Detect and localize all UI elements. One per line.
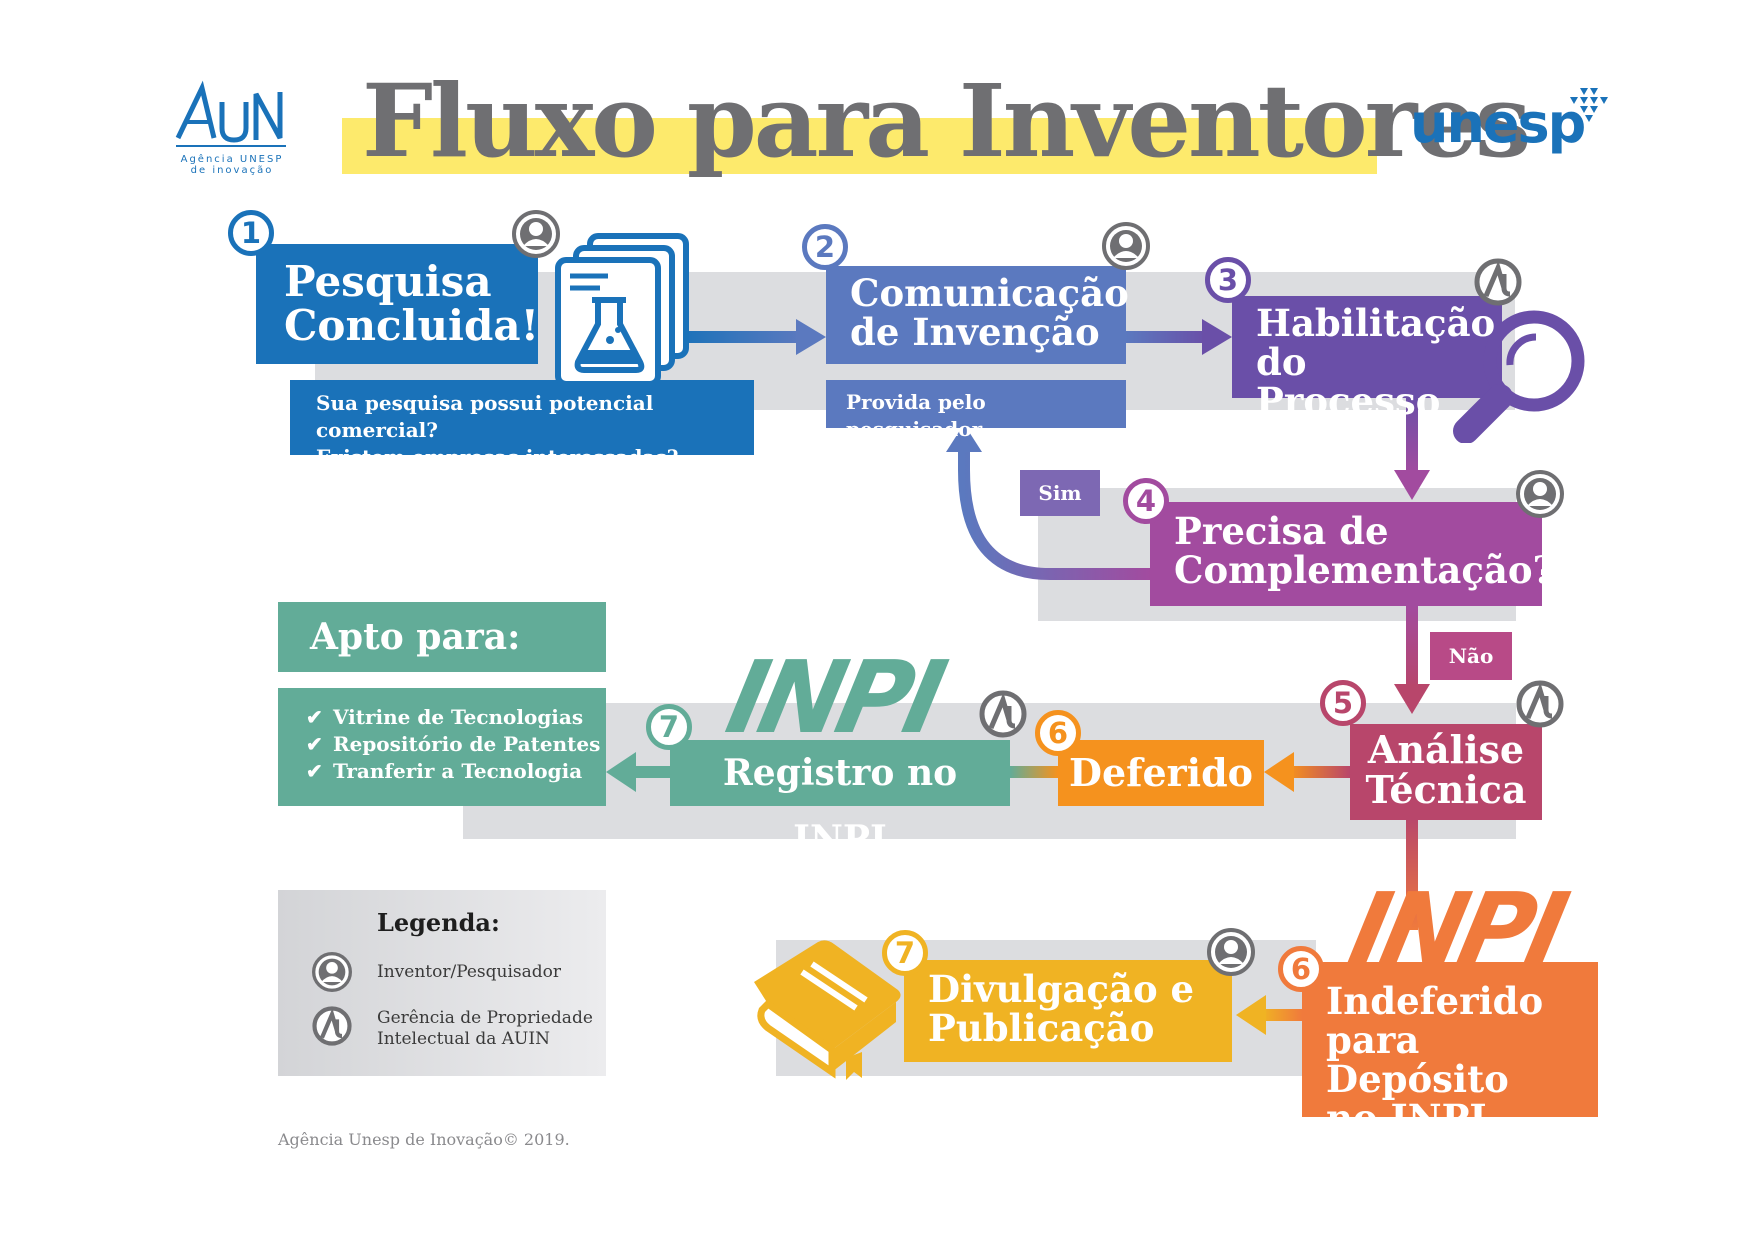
step-5-line2: Técnica [1365,766,1527,812]
book-icon [754,940,901,1080]
auin-a-circle-icon [1516,680,1564,728]
step-5-line1: Análise [1367,727,1525,772]
step-1-note-line1: Sua pesquisa possui potencial comercial? [316,391,654,442]
connector-3-4 [1406,396,1418,474]
step-6b-line2: para Depósito [1326,1017,1509,1101]
step-7a-number: 7 [646,704,692,750]
step-5-number: 5 [1320,680,1366,726]
step-6b-box: Indeferido para Depósito no INPI [1302,962,1598,1137]
person-circle-icon [1102,222,1150,270]
step-6a-number: 6 [1035,710,1081,756]
step-7b-line1: Divulgação e [928,967,1195,1011]
auin-a-circle-icon [1474,258,1522,306]
step-4-line2: Complementação? [1174,547,1555,592]
auin-logo-line1: Agência UNESP [180,154,284,165]
check-icon: ✔ [306,732,323,756]
legend-gerencia-label: Gerência de Propriedade Intelectual da A… [377,1008,593,1050]
step-3-line2: do Processo [1256,339,1441,423]
connector-6b-7b [1262,1009,1302,1021]
page-title: Fluxo para Inventores [362,62,1531,180]
auin-logo-mark [175,80,286,147]
apto-item-label: Vitrine de Tecnologias [332,705,584,729]
step-1-number: 1 [228,210,274,256]
step-6b-line1: Indeferido [1326,979,1544,1023]
step-7b-line2: Publicação [928,1005,1155,1050]
step-4-box: Precisa de Complementação? [1150,502,1555,606]
footer-copyright: Agência Unesp de Inovação© 2019. [278,1130,570,1149]
inpi-logo-green: INPI [717,639,950,756]
apto-item-label: Tranferir a Tecnologia [332,759,583,783]
auin-logo-line2: de inovação [190,165,274,176]
step-1-note: Sua pesquisa possui potencial comercial?… [290,380,754,469]
unesp-triangles-icon [1570,88,1608,122]
step-4-line1: Precisa de [1174,509,1389,553]
apto-list: ✔ Vitrine de Tecnologias ✔ Repositório d… [278,688,606,806]
apto-item-label: Repositório de Patentes [332,732,601,756]
flask-documents-icon [555,233,689,387]
connector-1-2 [680,331,800,343]
connector-5-6b [1406,818,1418,930]
legend-panel: Legenda: Inventor/Pesquisador Gerência d… [278,890,606,1076]
connector-5-6a [1290,766,1350,778]
step-1-note-line2: Existem empresas interessadas? [316,445,679,469]
step-7b-number: 7 [882,930,928,976]
legend-gerencia-line1: Gerência de Propriedade [377,1008,593,1028]
check-icon: ✔ [306,705,323,729]
apto-heading: Apto para: [278,602,606,672]
step-1-line2: Concluida! [284,301,540,351]
person-circle-icon [512,210,560,258]
step-2-number: 2 [802,224,848,270]
step-2-line1: Comunicação [850,271,1129,315]
person-circle-icon [312,952,352,992]
person-circle-icon [1516,470,1564,518]
step-3-box: Habilitação do Processo [1232,296,1502,420]
connector-4-5 [1406,605,1418,688]
connector-6a-7a [1010,766,1058,778]
decision-yes-label: Sim [1020,470,1100,516]
apto-item: ✔ Vitrine de Tecnologias [306,705,583,729]
step-1-line1: Pesquisa [284,257,492,306]
legend-gerencia-line2: Intelectual da AUIN [377,1029,550,1049]
step-5-box: Análise Técnica [1350,724,1542,820]
step-7a-box: Registro no INPI [670,740,1010,860]
connector-7a-apto [630,766,672,778]
person-circle-icon [1207,928,1255,976]
legend-inventor-label: Inventor/Pesquisador [377,962,562,982]
step-3-number: 3 [1205,257,1251,303]
connector-4-2 [958,448,1150,580]
unesp-logo: unesp [1410,88,1620,168]
legend-heading: Legenda: [377,908,500,937]
decision-no-label: Não [1430,632,1512,680]
step-2-note: Provida pelo pesquisador [826,380,1126,441]
step-4-number: 4 [1123,478,1169,524]
step-6b-number: 6 [1278,946,1324,992]
step-6b-line3: no INPI [1326,1095,1487,1140]
unesp-wordmark: unesp [1410,92,1586,155]
magnifier-icon [1453,310,1585,443]
check-icon: ✔ [306,759,323,783]
auin-a-circle-icon [979,690,1027,738]
auin-a-circle-icon [312,1006,352,1046]
step-6a-box: Deferido [1058,740,1264,806]
apto-item: ✔ Repositório de Patentes [306,732,600,756]
connector-2-3 [1126,331,1206,343]
step-7b-box: Divulgação e Publicação [904,960,1232,1062]
step-2-box: Comunicação de Invenção [826,266,1129,364]
title-highlight [342,118,1377,174]
apto-item: ✔ Tranferir a Tecnologia [306,759,582,783]
step-1-box: Pesquisa Concluida! [256,244,540,364]
auin-logo: Agência UNESP de inovação [172,80,292,178]
step-3-line1: Habilitação [1256,301,1496,345]
step-2-line2: de Invenção [850,309,1100,354]
